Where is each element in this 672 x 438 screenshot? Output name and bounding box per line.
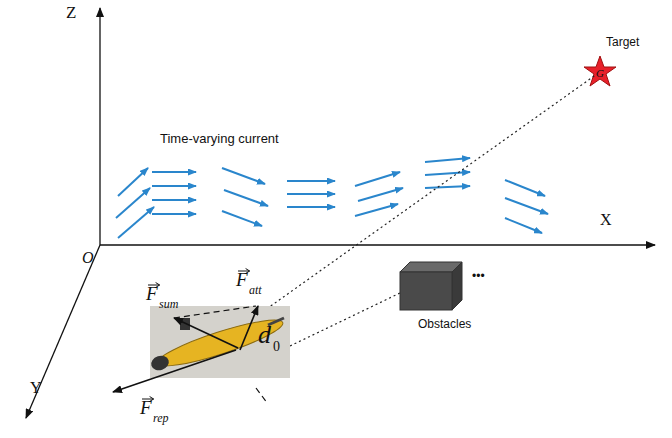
axis-label: Z	[66, 4, 76, 21]
dotted-line	[230, 74, 597, 335]
target-letter: G	[596, 68, 604, 79]
target-label: Target	[606, 36, 639, 48]
force-subscript: att	[249, 284, 262, 296]
force-subscript: sum	[159, 298, 178, 310]
distance-symbol: d	[258, 322, 271, 348]
current-label: Time-varying current	[160, 132, 279, 145]
ellipsis-mark: •••	[472, 270, 485, 282]
dotted-line	[290, 293, 400, 346]
obstacle-cube	[400, 262, 462, 310]
distance-subscript: 0	[273, 340, 280, 354]
force-symbol: F	[140, 398, 152, 417]
axes	[26, 8, 655, 418]
axis-label: Y	[30, 380, 42, 396]
axis-label: X	[600, 212, 612, 228]
auv-image	[149, 306, 290, 378]
obstacles-label: Obstacles	[418, 318, 471, 330]
force-subscript: rep	[153, 412, 169, 424]
force-vectors	[113, 306, 258, 392]
origin-label: O	[82, 250, 94, 266]
dashed-lines	[174, 306, 268, 404]
target-star	[584, 56, 616, 86]
current-arrows	[116, 158, 548, 238]
force-symbol: F	[236, 270, 248, 289]
force-symbol: F	[146, 284, 158, 303]
